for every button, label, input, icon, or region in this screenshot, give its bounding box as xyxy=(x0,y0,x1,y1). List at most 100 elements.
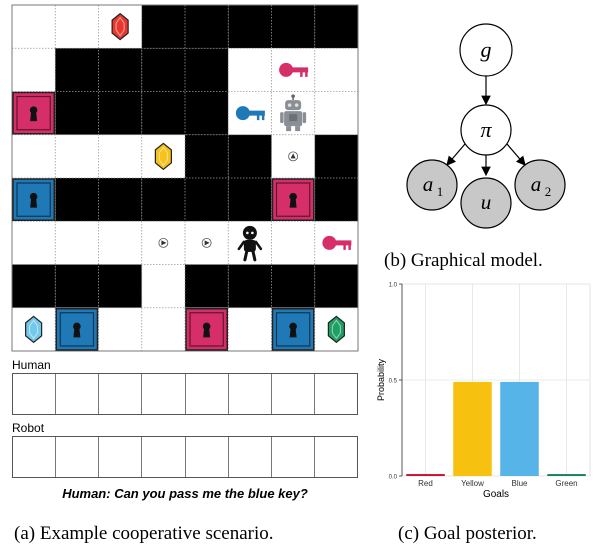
wall-cell xyxy=(228,5,272,49)
human-trail-arrow-icon xyxy=(201,237,212,248)
wall-cell xyxy=(141,91,185,135)
inventory-slot xyxy=(56,437,100,477)
floor-cell xyxy=(12,5,56,49)
y-tick-label: 0.5 xyxy=(389,379,398,385)
human-icon xyxy=(237,225,263,262)
human-utterance: Human: Can you pass me the blue key? xyxy=(62,486,308,501)
key-icon xyxy=(235,106,265,121)
inventory-slot xyxy=(229,374,272,414)
floor-cell xyxy=(98,307,142,351)
wall-cell xyxy=(228,178,272,222)
svg-text:a: a xyxy=(423,172,434,196)
floor-cell xyxy=(55,134,99,178)
wall-cell xyxy=(185,48,229,92)
floor-cell xyxy=(98,134,142,178)
wall-cell xyxy=(98,91,142,135)
gem-icon xyxy=(111,12,129,41)
wall-cell xyxy=(55,264,99,308)
floor-cell xyxy=(314,91,358,135)
floor-cell xyxy=(141,264,185,308)
robot-inventory-label: Robot xyxy=(12,421,45,435)
wall-cell xyxy=(314,5,358,49)
floor-cell xyxy=(271,221,315,265)
bar-red xyxy=(406,474,445,476)
inventory-slot xyxy=(272,374,315,414)
key-icon xyxy=(322,235,352,250)
floor-cell xyxy=(228,307,272,351)
wall-cell xyxy=(98,264,142,308)
robot-icon xyxy=(280,94,307,132)
floor-cell xyxy=(12,221,56,265)
wall-cell xyxy=(271,264,315,308)
floor-cell xyxy=(314,48,358,92)
floor-cell xyxy=(55,5,99,49)
gem-icon xyxy=(154,142,172,171)
door-icon xyxy=(271,178,315,221)
human-inventory xyxy=(12,373,358,415)
y-tick-label: 1.0 xyxy=(389,283,398,289)
svg-text:1: 1 xyxy=(437,184,444,199)
node-u: u xyxy=(460,177,512,229)
wall-cell xyxy=(228,134,272,178)
graphical-model: g π a 1 u a 2 xyxy=(406,23,566,229)
inventory-slot xyxy=(99,374,143,414)
x-tick-label: Blue xyxy=(511,479,528,488)
y-axis-label: Probability xyxy=(376,358,386,401)
wall-cell xyxy=(314,134,358,178)
bar-blue xyxy=(500,381,539,476)
inventory-slot xyxy=(99,437,143,477)
wall-cell xyxy=(185,178,229,222)
x-axis-label: Goals xyxy=(483,489,509,500)
floor-cell xyxy=(141,307,185,351)
inventory-slot xyxy=(13,437,57,477)
caption-c: (c) Goal posterior. xyxy=(398,523,537,544)
svg-text:g: g xyxy=(481,37,492,62)
inventory-slot xyxy=(142,437,186,477)
wall-cell xyxy=(98,178,142,222)
svg-text:π: π xyxy=(480,117,492,142)
edge-pi-a1 xyxy=(446,143,466,166)
key-icon xyxy=(279,62,309,77)
bar-green xyxy=(547,474,586,476)
inventory-slot xyxy=(229,437,272,477)
inventory-slot xyxy=(315,374,357,414)
caption-a: (a) Example cooperative scenario. xyxy=(14,523,274,544)
door-icon xyxy=(12,91,55,135)
wall-cell xyxy=(141,48,185,92)
wall-cell xyxy=(271,5,315,49)
wall-cell xyxy=(185,5,229,49)
inventory-slot xyxy=(186,437,229,477)
floor-cell xyxy=(12,134,56,178)
door-icon xyxy=(185,308,228,351)
door-icon xyxy=(55,308,99,351)
wall-cell xyxy=(141,5,185,49)
edge-pi-a2 xyxy=(506,143,526,166)
gridworld xyxy=(11,4,359,352)
inventory-slot xyxy=(272,437,315,477)
wall-cell xyxy=(55,178,99,222)
floor-cell xyxy=(228,48,272,92)
wall-cell xyxy=(185,264,229,308)
caption-b: (b) Graphical model. xyxy=(384,250,543,271)
x-tick-label: Red xyxy=(418,479,433,488)
x-tick-label: Green xyxy=(555,479,577,488)
robot-trail-arrow-icon xyxy=(288,151,299,162)
wall-cell xyxy=(55,91,99,135)
robot-inventory xyxy=(12,436,358,478)
human-inventory-label: Human xyxy=(12,358,51,372)
node-a2: a 2 xyxy=(514,159,566,211)
wall-cell xyxy=(141,178,185,222)
inventory-slot xyxy=(56,374,100,414)
y-tick-label: 0.0 xyxy=(389,475,398,481)
wall-cell xyxy=(55,48,99,92)
wall-cell xyxy=(228,264,272,308)
svg-text:u: u xyxy=(481,190,492,214)
floor-cell xyxy=(55,221,99,265)
node-a1: a 1 xyxy=(406,159,458,211)
door-icon xyxy=(271,308,315,351)
floor-cell xyxy=(12,48,56,92)
x-tick-label: Yellow xyxy=(461,479,484,488)
inventory-slot xyxy=(142,374,186,414)
human-trail-arrow-icon xyxy=(158,237,169,248)
inventory-slot xyxy=(13,374,57,414)
